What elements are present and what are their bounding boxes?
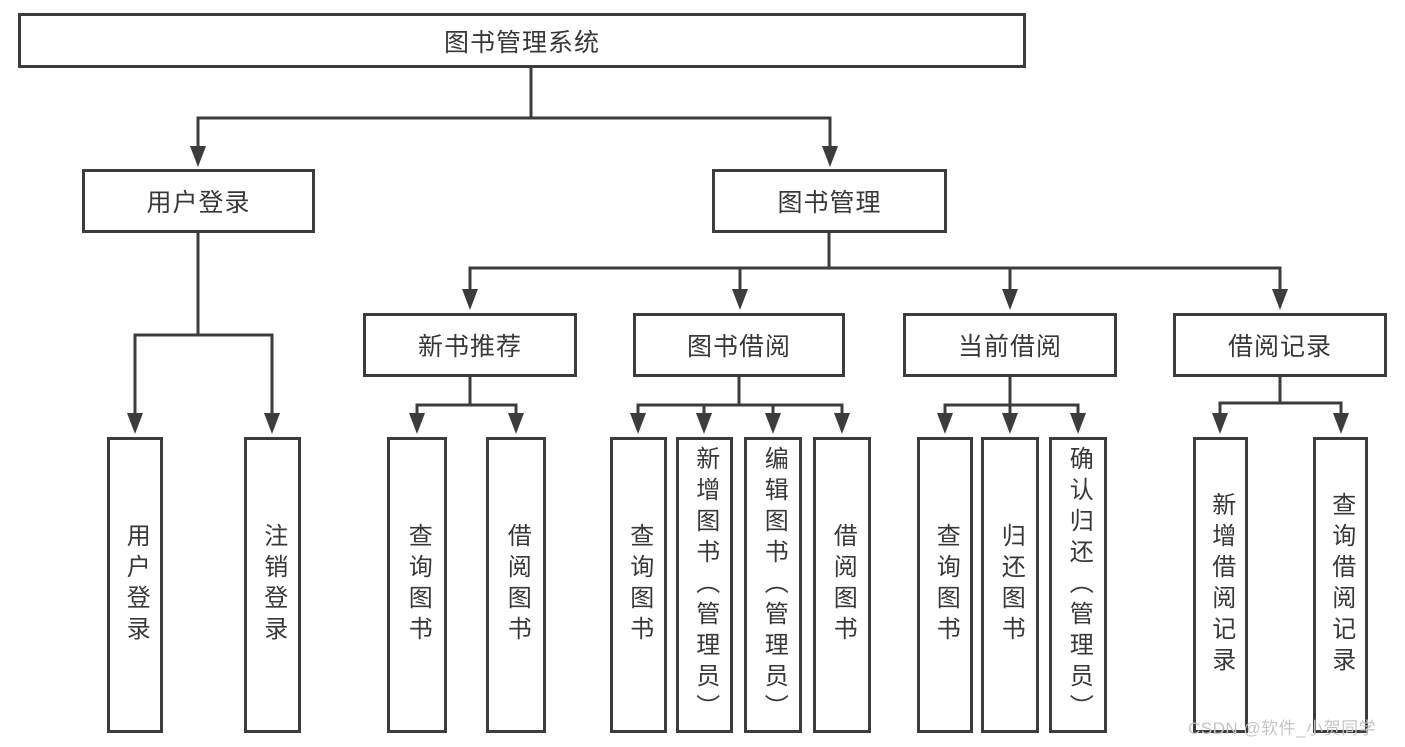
- node-new-book-recommendation: 新书推荐: [363, 313, 577, 377]
- leaf-query-books-current: 查询图书: [917, 437, 973, 733]
- arrow-down-icon: [732, 289, 748, 310]
- leaf-add-books-admin: 新增图书（管理员）: [676, 437, 733, 733]
- arrow-down-icon: [462, 289, 478, 310]
- connector-book-borrow-group: [636, 377, 844, 417]
- arrow-down-icon: [508, 413, 524, 434]
- arrow-down-icon: [765, 413, 781, 434]
- leaf-add-books-admin-label: 新增图书（管理员）: [691, 445, 719, 725]
- arrow-down-icon: [1002, 413, 1018, 434]
- leaf-return-books-label: 归还图书: [997, 523, 1025, 647]
- arrow-down-icon: [1002, 289, 1018, 310]
- leaf-user-login-label: 用户登录: [122, 523, 150, 647]
- leaf-add-borrow-record: 新增借阅记录: [1193, 437, 1248, 733]
- leaf-query-books-recommend-label: 查询图书: [404, 523, 432, 647]
- connector-borrow-record-group: [1218, 377, 1343, 417]
- arrow-down-icon: [1272, 289, 1288, 310]
- leaf-logout: 注销登录: [244, 437, 301, 733]
- arrow-down-icon: [834, 413, 850, 434]
- arrow-down-icon: [822, 146, 838, 167]
- leaf-logout-label: 注销登录: [259, 523, 287, 647]
- node-current-borrowing: 当前借阅: [903, 313, 1117, 377]
- connector-book-management-group: [468, 233, 1282, 292]
- arrow-down-icon: [409, 413, 425, 434]
- leaf-confirm-return-admin: 确认归还（管理员）: [1049, 437, 1107, 733]
- node-new-book-recommendation-label: 新书推荐: [417, 333, 522, 361]
- node-book-management: 图书管理: [712, 169, 947, 233]
- leaf-borrow-books-recommend: 借阅图书: [486, 437, 546, 733]
- node-book-borrowing: 图书借阅: [633, 313, 845, 377]
- leaf-query-borrow-record-label: 查询借阅记录: [1327, 492, 1355, 678]
- leaf-edit-books-admin-label: 编辑图书（管理员）: [760, 445, 788, 725]
- arrow-down-icon: [696, 413, 712, 434]
- node-book-borrowing-label: 图书借阅: [686, 333, 791, 361]
- arrow-down-icon: [937, 413, 953, 434]
- connector-new-book-group: [415, 377, 518, 417]
- leaf-query-borrow-record: 查询借阅记录: [1313, 437, 1368, 733]
- connector-level2-bar: [196, 116, 832, 149]
- node-current-borrowing-label: 当前借阅: [957, 333, 1062, 361]
- leaf-query-books-recommend: 查询图书: [387, 437, 447, 733]
- watermark: CSDN @软件_小贺同学: [1188, 719, 1377, 738]
- node-borrowing-records-label: 借阅记录: [1227, 333, 1332, 361]
- connector-user-login-group: [133, 233, 274, 416]
- leaf-user-login: 用户登录: [107, 437, 163, 733]
- leaf-return-books: 归还图书: [981, 437, 1039, 733]
- arrow-down-icon: [1212, 413, 1228, 434]
- leaf-edit-books-admin: 编辑图书（管理员）: [744, 437, 802, 733]
- leaf-borrow-books-recommend-label: 借阅图书: [503, 523, 531, 647]
- arrow-down-icon: [264, 413, 280, 434]
- leaf-add-borrow-record-label: 新增借阅记录: [1207, 492, 1235, 678]
- node-book-management-label: 图书管理: [777, 189, 882, 217]
- arrow-down-icon: [630, 413, 646, 434]
- arrow-down-icon: [1333, 413, 1349, 434]
- arrow-down-icon: [1070, 413, 1086, 434]
- leaf-confirm-return-admin-label: 确认归还（管理员）: [1065, 445, 1093, 725]
- leaf-borrow-books: 借阅图书: [813, 437, 871, 733]
- node-user-login-label: 用户登录: [146, 189, 251, 217]
- arrow-down-icon: [127, 413, 143, 434]
- node-library-system-label: 图书管理系统: [443, 28, 600, 57]
- node-user-login: 用户登录: [82, 169, 315, 233]
- leaf-borrow-books-label: 借阅图书: [829, 523, 857, 647]
- leaf-query-books-borrow: 查询图书: [610, 437, 667, 733]
- node-library-system: 图书管理系统: [18, 13, 1026, 68]
- leaf-query-books-current-label: 查询图书: [932, 523, 960, 647]
- arrowhead-icons: [127, 146, 1349, 434]
- leaf-query-books-borrow-label: 查询图书: [625, 523, 653, 647]
- arrow-down-icon: [190, 146, 206, 167]
- connector-current-borrow-group: [943, 377, 1080, 417]
- node-borrowing-records: 借阅记录: [1173, 313, 1387, 377]
